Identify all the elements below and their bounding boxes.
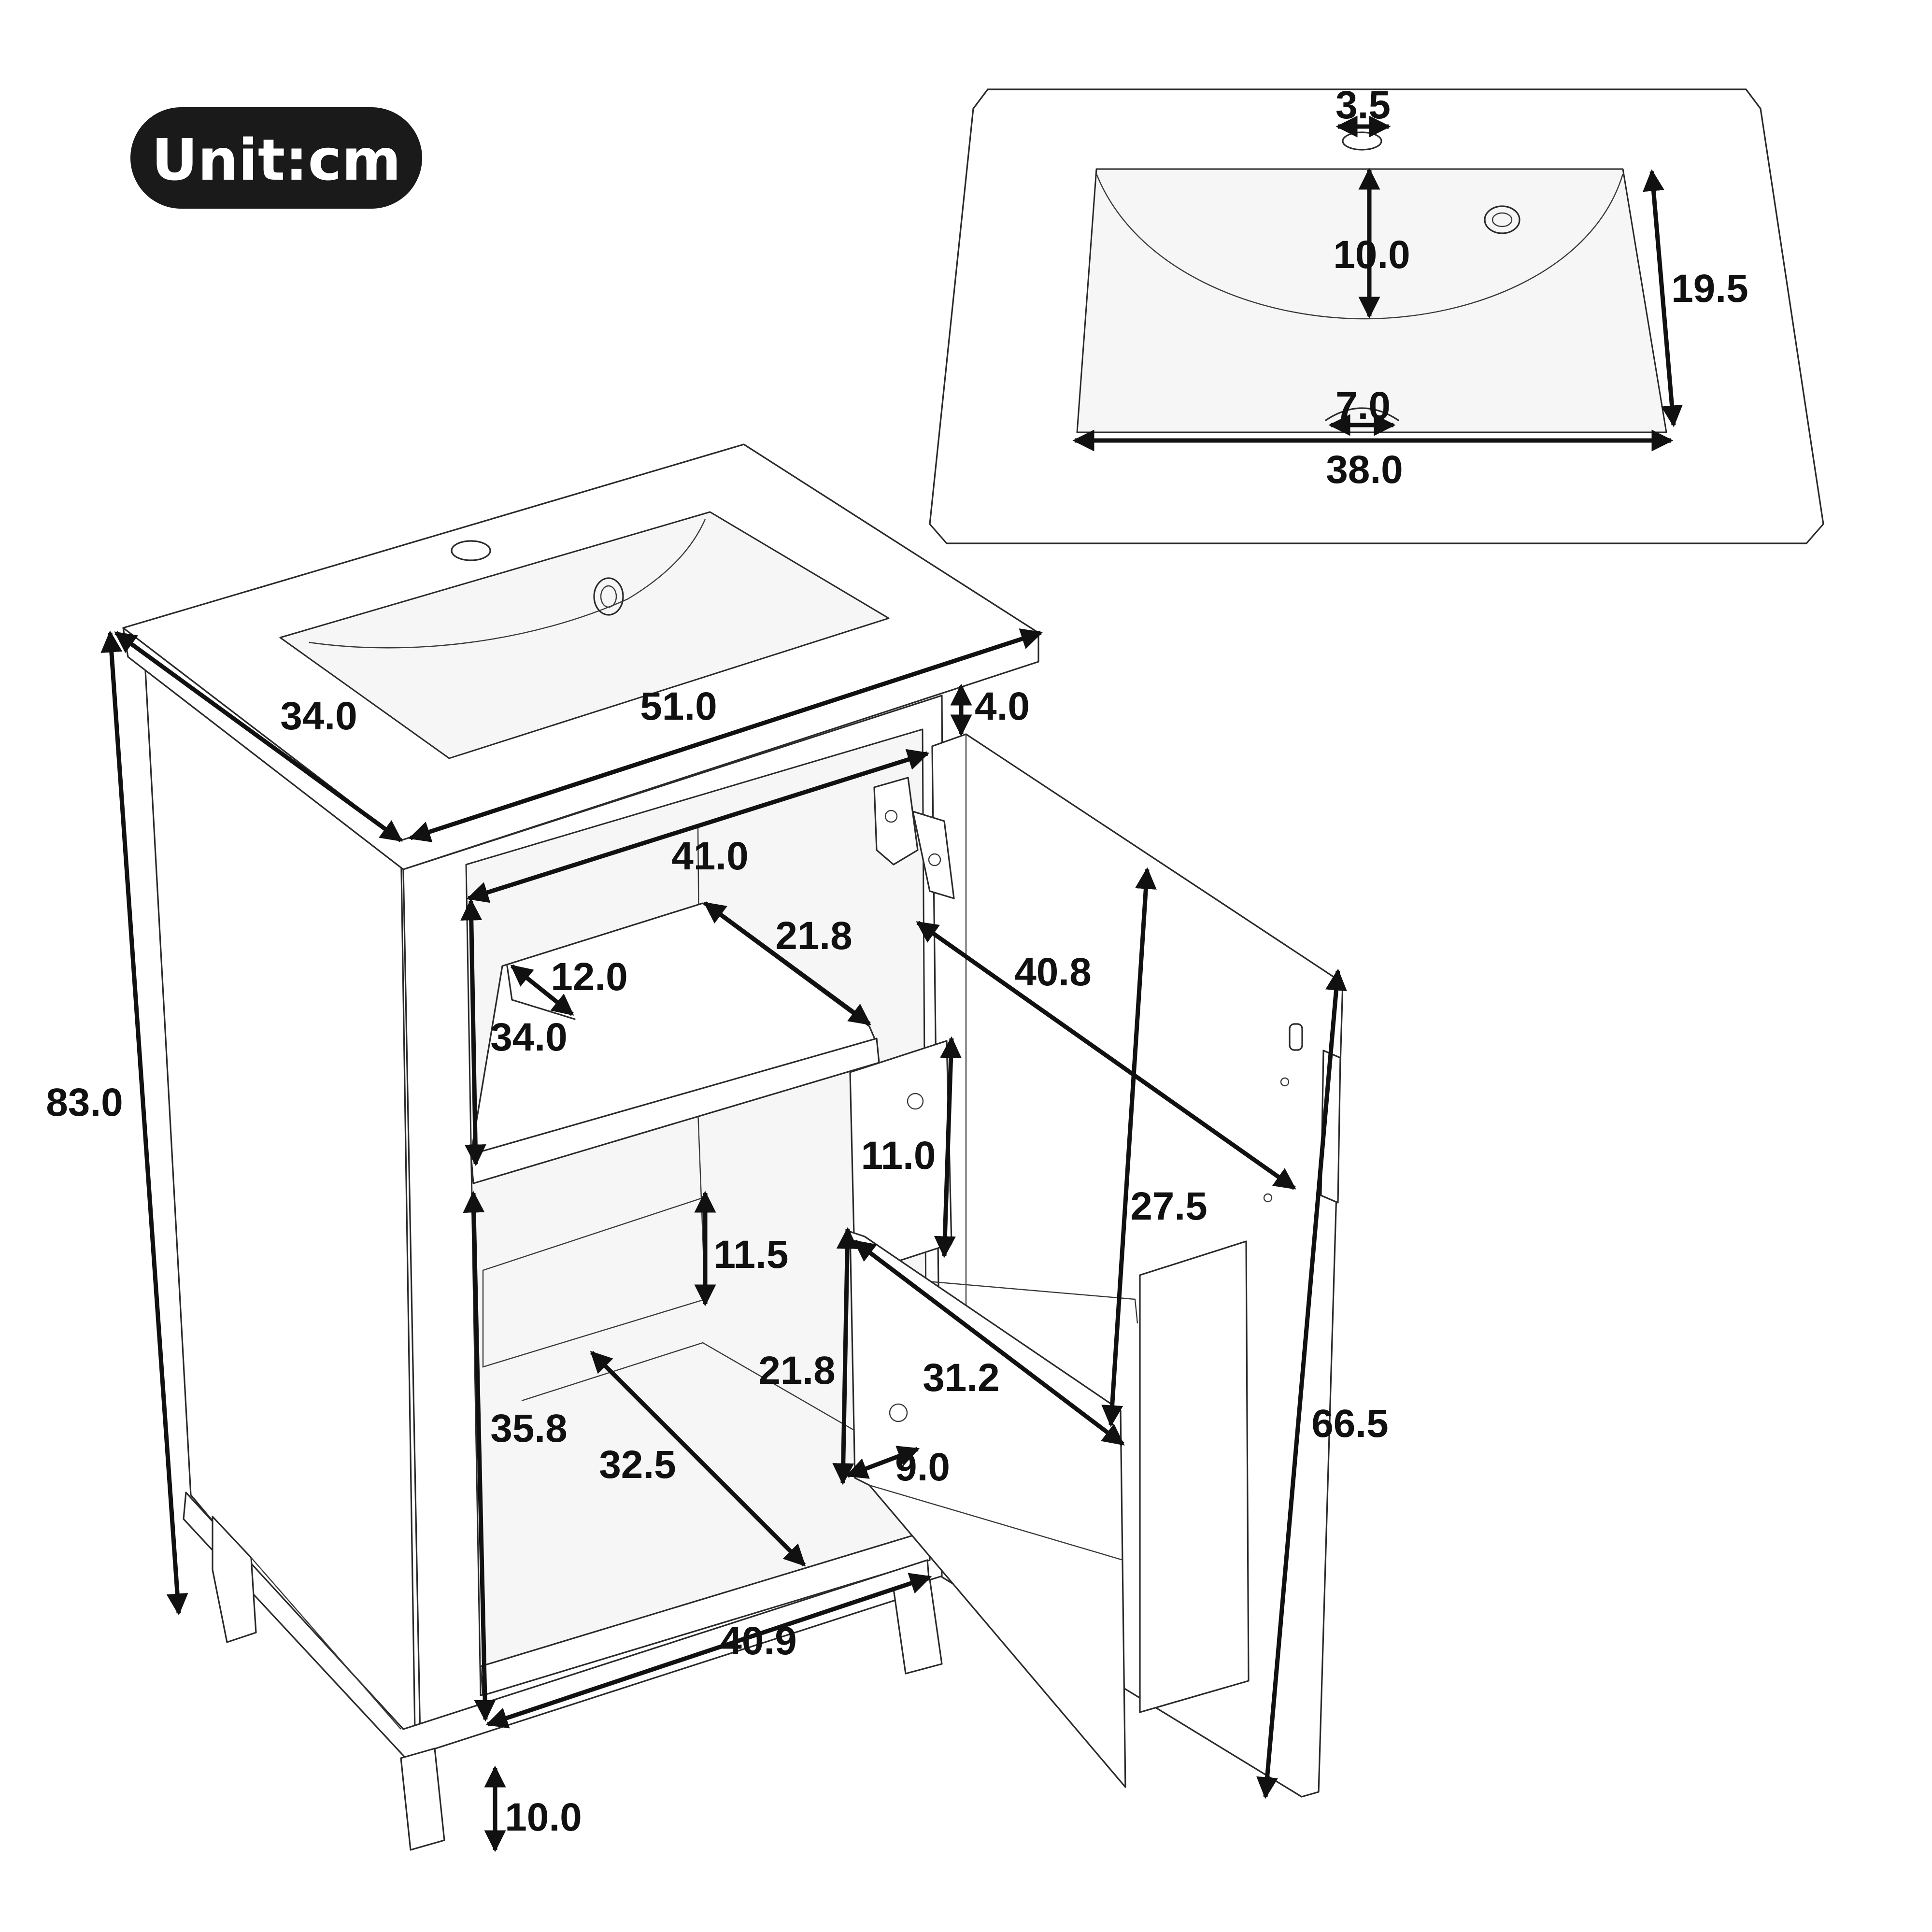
dim-door-rack-height: 11.0 bbox=[861, 1134, 936, 1178]
leg-left bbox=[212, 1516, 257, 1643]
cabinet-faucet-hole-icon bbox=[451, 540, 491, 561]
dim-drain: 7.0 bbox=[1335, 384, 1391, 428]
arrow-lower-depth bbox=[590, 1350, 806, 1567]
dim-interior-width: 41.0 bbox=[671, 834, 749, 878]
vanity-cabinet: 83.0 34.0 51.0 4.0 41.0 21.8 12.0 34.0 4… bbox=[46, 443, 1389, 1852]
dim-leg-height: 10.0 bbox=[505, 1795, 582, 1839]
dim-bottom-width: 40.9 bbox=[720, 1619, 797, 1663]
dim-upper-height: 34.0 bbox=[490, 1015, 568, 1059]
dim-door-height: 66.5 bbox=[1311, 1402, 1389, 1446]
dim-basin-width: 38.0 bbox=[1326, 448, 1403, 492]
arrow-bottom-width bbox=[485, 1573, 932, 1729]
arrow-door-rack-width bbox=[853, 1239, 1125, 1446]
arrow-depth bbox=[114, 631, 403, 842]
arrow-door-rack-height bbox=[934, 1036, 962, 1258]
sink-top-view: 3.5 10.0 19.5 7.0 38.0 bbox=[929, 83, 1824, 544]
arrow-door-rack-depth bbox=[832, 1227, 858, 1485]
arrow-door-rack-bottom bbox=[845, 1446, 920, 1479]
dim-width: 51.0 bbox=[640, 684, 717, 728]
cabinet-overflow-hole-icon bbox=[593, 577, 624, 616]
unit-badge: Unit:cm bbox=[130, 107, 422, 209]
unit-badge-label: Unit:cm bbox=[152, 127, 401, 193]
leg-front-right bbox=[893, 1578, 943, 1675]
overflow-hole-icon bbox=[1484, 205, 1520, 234]
dim-shelf-upper-depth: 21.8 bbox=[775, 914, 852, 958]
dim-total-height: 83.0 bbox=[46, 1080, 123, 1124]
dim-door-width: 40.8 bbox=[1014, 950, 1092, 994]
dim-faucet-hole: 3.5 bbox=[1335, 83, 1391, 127]
dim-depth: 34.0 bbox=[280, 694, 357, 738]
arrow-shelf-cutout bbox=[510, 964, 574, 1016]
door-inner-panel bbox=[1139, 1240, 1250, 1713]
dim-top-thickness: 4.0 bbox=[975, 684, 1030, 728]
dim-door-rack-bottom: 9.0 bbox=[895, 1445, 950, 1489]
dim-door-rack-width: 31.2 bbox=[923, 1356, 1000, 1400]
arrow-interior-width bbox=[466, 749, 930, 903]
dim-door-handle-span: 27.5 bbox=[1130, 1184, 1208, 1228]
arrow-door-height bbox=[1256, 968, 1347, 1799]
dim-basin-length: 19.5 bbox=[1671, 267, 1748, 311]
arrow-lower-height bbox=[463, 1191, 496, 1722]
dim-lower-clearance: 11.5 bbox=[713, 1233, 788, 1277]
sink-basin-curve bbox=[1095, 173, 1624, 320]
dim-door-rack-depth: 21.8 bbox=[758, 1349, 836, 1392]
arrow-shelf-upper-depth bbox=[703, 901, 871, 1026]
dim-shelf-cutout: 12.0 bbox=[551, 955, 628, 999]
dim-lower-height: 35.8 bbox=[490, 1406, 568, 1450]
arrow-basin-length bbox=[1643, 169, 1683, 427]
leg-front-left bbox=[400, 1747, 445, 1851]
dim-basin-depth: 10.0 bbox=[1333, 233, 1410, 277]
arrow-upper-height bbox=[460, 898, 486, 1166]
dim-lower-depth: 32.5 bbox=[599, 1443, 676, 1487]
